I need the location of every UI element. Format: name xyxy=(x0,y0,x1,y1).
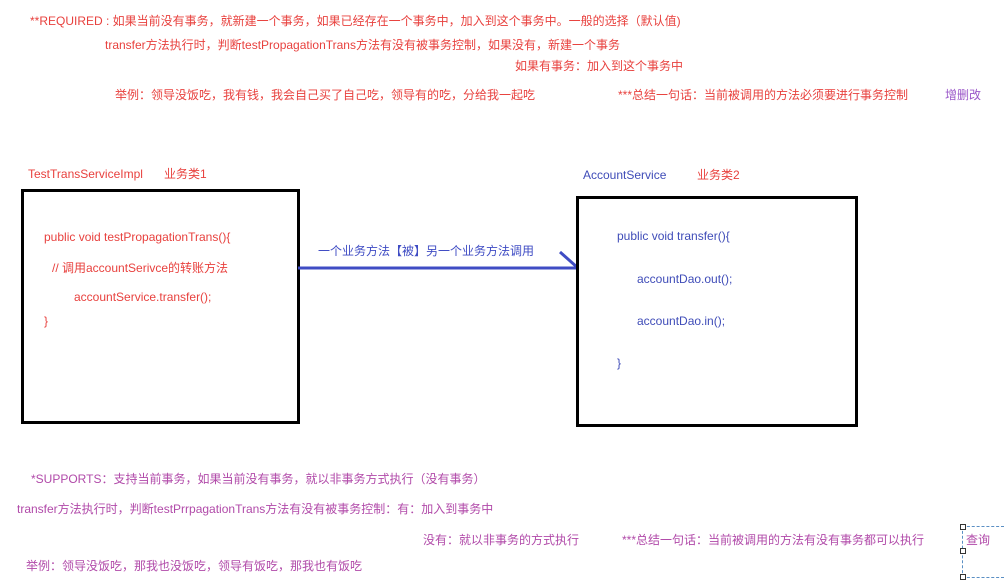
query-textbox-selection[interactable]: 查询 xyxy=(960,524,1004,580)
supports-transfer-check: transfer方法执行时，判断testPrrpagationTrans方法有没… xyxy=(17,502,494,516)
supports-no-transaction: 没有：就以非事务的方式执行 xyxy=(423,533,580,547)
class1-box: public void testPropagationTrans(){ // 调… xyxy=(21,189,300,424)
class1-name: TestTransServiceImpl xyxy=(28,167,143,181)
required-example: 举例：领导没饭吃，我有钱，我会自己买了自己吃，领导有的吃，分给我一起吃 xyxy=(115,88,536,102)
supports-example: 举例：领导没饭吃，那我也没饭吃，领导有饭吃，那我也有饭吃 xyxy=(26,559,363,573)
class1-code-line: public void testPropagationTrans(){ xyxy=(44,230,231,244)
class2-code-line: accountDao.in(); xyxy=(637,314,726,328)
class2-code-line: } xyxy=(617,356,622,370)
required-transfer-check: transfer方法执行时，判断testPropagationTrans方法有没… xyxy=(105,38,620,52)
required-summary: ***总结一句话：当前被调用的方法必须要进行事务控制 xyxy=(618,88,909,102)
supports-summary: ***总结一句话：当前被调用的方法有没有事务都可以执行 xyxy=(622,533,925,547)
class2-box: public void transfer(){ accountDao.out()… xyxy=(576,196,858,427)
call-arrow-label: 一个业务方法【被】另一个业务方法调用 xyxy=(318,244,535,258)
class2-code-line: public void transfer(){ xyxy=(617,229,730,243)
supports-definition: *SUPPORTS：支持当前事务，如果当前没有事务，就以非事务方式执行（没有事务… xyxy=(31,472,486,486)
class2-name: AccountService xyxy=(583,168,667,182)
class2-code-line: accountDao.out(); xyxy=(637,272,733,286)
resize-handle[interactable] xyxy=(960,524,966,530)
resize-handle[interactable] xyxy=(960,548,966,554)
required-definition: **REQUIRED : 如果当前没有事务，就新建一个事务，如果已经存在一个事务… xyxy=(30,14,681,28)
class1-code-line: // 调用accountSerivce的转账方法 xyxy=(52,261,229,275)
required-has-transaction: 如果有事务：加入到这个事务中 xyxy=(515,59,684,73)
class2-label: 业务类2 xyxy=(697,168,740,182)
class1-code-line: accountService.transfer(); xyxy=(74,290,212,304)
supports-tag-query[interactable]: 查询 xyxy=(966,533,991,547)
required-tag-crud: 增删改 xyxy=(945,88,982,102)
resize-handle[interactable] xyxy=(960,574,966,580)
class1-label: 业务类1 xyxy=(164,167,207,181)
class1-code-line: } xyxy=(44,314,49,328)
